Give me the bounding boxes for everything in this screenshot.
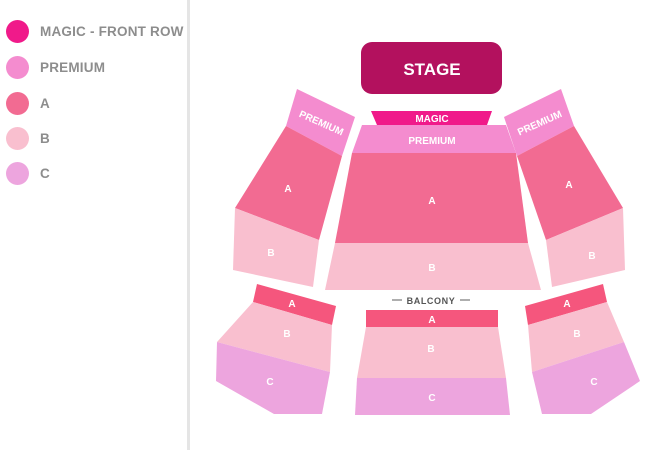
balcony-section-c-center[interactable] <box>355 378 510 415</box>
legend-swatch-b <box>6 127 29 150</box>
legend-item-b[interactable]: B <box>6 127 50 150</box>
legend-item-c[interactable]: C <box>6 162 50 185</box>
legend-item-a[interactable]: A <box>6 92 50 115</box>
legend-swatch-c <box>6 162 29 185</box>
balcony-section-b-right-label: B <box>573 329 580 340</box>
section-b-right[interactable] <box>546 208 625 287</box>
section-a-center[interactable] <box>335 153 528 243</box>
balcony-section-a-right-label: A <box>563 299 570 310</box>
balcony-section-c-left-label: C <box>266 377 273 388</box>
balcony-section-b-left-label: B <box>283 329 290 340</box>
seating-map-svg: STAGE MAGIC PREMIUM A B PREMIUM A B PREM… <box>216 42 640 415</box>
section-a-left[interactable] <box>235 126 342 240</box>
legend-label-magic: MAGIC - FRONT ROW <box>40 24 184 39</box>
section-a-center-label: A <box>428 196 435 207</box>
stage <box>361 42 502 94</box>
balcony-label: BALCONY <box>407 296 456 306</box>
legend-label-c: C <box>40 166 50 181</box>
section-b-center[interactable] <box>325 243 541 290</box>
balcony-section-b-center[interactable] <box>357 327 506 378</box>
legend-item-premium[interactable]: PREMIUM <box>6 56 105 79</box>
balcony-section-a-left-label: A <box>288 299 295 310</box>
balcony-section-c-right[interactable] <box>532 342 640 414</box>
balcony-section-a-center[interactable] <box>366 310 498 327</box>
balcony-section-b-center-label: B <box>427 344 434 355</box>
balcony-section-a-center-label: A <box>428 315 435 326</box>
legend-swatch-premium <box>6 56 29 79</box>
section-magic[interactable] <box>371 111 492 125</box>
section-premium-right[interactable] <box>504 89 574 156</box>
stage-label: STAGE <box>403 60 460 79</box>
balcony-section-c-left[interactable] <box>216 342 330 414</box>
section-b-center-label: B <box>428 263 435 274</box>
legend-label-b: B <box>40 131 50 146</box>
balcony-section-b-right[interactable] <box>528 302 624 372</box>
legend-panel: MAGIC - FRONT ROW PREMIUM A B C <box>0 0 190 450</box>
balcony-section-a-right[interactable] <box>525 284 607 325</box>
seating-map: STAGE MAGIC PREMIUM A B PREMIUM A B PREM… <box>193 0 670 450</box>
balcony-section-c-right-label: C <box>590 377 597 388</box>
section-a-left-label: A <box>284 184 291 195</box>
section-a-right[interactable] <box>517 126 623 240</box>
legend-label-a: A <box>40 96 50 111</box>
legend-swatch-magic <box>6 20 29 43</box>
balcony-section-c-center-label: C <box>428 393 435 404</box>
balcony-section-b-left[interactable] <box>217 302 332 372</box>
section-premium-left[interactable] <box>286 89 355 156</box>
balcony-section-a-left[interactable] <box>253 284 336 325</box>
legend-item-magic[interactable]: MAGIC - FRONT ROW <box>6 20 184 43</box>
section-b-left-label: B <box>267 248 274 259</box>
section-b-right-label: B <box>588 251 595 262</box>
section-b-left[interactable] <box>233 208 319 287</box>
legend-label-premium: PREMIUM <box>40 60 106 75</box>
section-premium-center-label: PREMIUM <box>408 136 455 147</box>
section-magic-label: MAGIC <box>415 114 448 125</box>
section-premium-center[interactable] <box>352 125 516 153</box>
legend-swatch-a <box>6 92 29 115</box>
section-a-right-label: A <box>565 180 572 191</box>
